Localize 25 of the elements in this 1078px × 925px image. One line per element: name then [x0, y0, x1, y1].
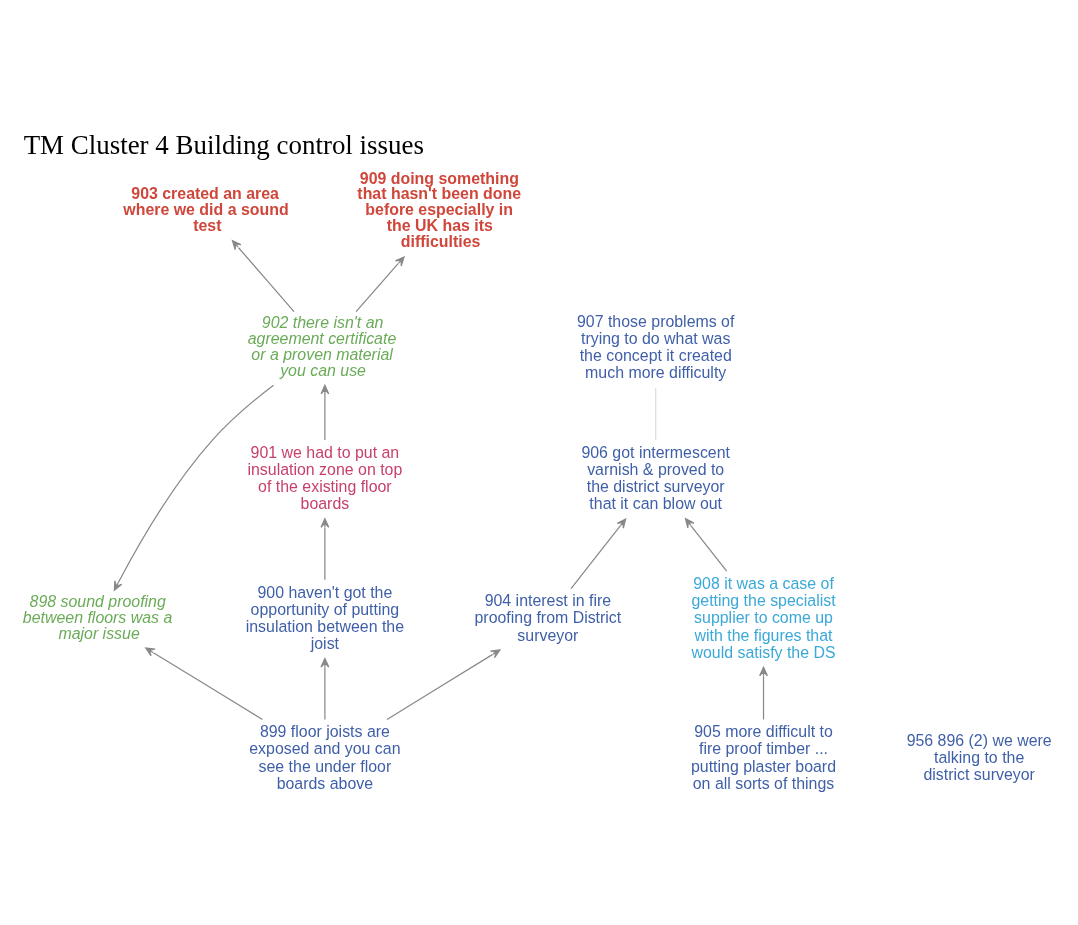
arrow — [320, 384, 330, 441]
arrow — [570, 517, 627, 589]
node-text: 905 more difficult to fire proof timber ... putting plaster board on all sorts of things — [691, 722, 837, 792]
node-text: 898 sound proofing between floors was a major issue — [22, 592, 173, 642]
node-text: 906 got intermescent varnish & proved to the district surveyor that it can blow out — [581, 443, 730, 512]
node-text: 904 interest in fire proofing from District surveyor — [474, 591, 622, 644]
arrow — [759, 666, 768, 720]
node-text: 901 we had to put an insulation zone on top of the existing floor boards — [247, 443, 403, 512]
diagram-title: TM Cluster 4 Building control issues — [23, 129, 424, 160]
node-text: 899 floor joists are exposed and you can see the under floor boards above — [249, 722, 401, 792]
node-text: 908 it was a case of getting the specialist supplier to come up with the figures that would satisfy the DS — [691, 574, 836, 661]
node-text: 907 those problems of trying to do what was the concept it created much more difficulty — [577, 312, 735, 381]
arrow — [145, 646, 264, 720]
arrow — [684, 517, 728, 572]
arrow — [231, 239, 295, 312]
arrow — [320, 657, 330, 720]
node-text: 956 896 (2) we were talking to the district surveyor — [906, 731, 1052, 783]
arrow — [386, 648, 501, 720]
arrow — [113, 384, 275, 591]
node-text: 903 created an area where we did a sound test — [123, 184, 289, 234]
arrow — [355, 255, 405, 312]
node-text: 909 doing something that hasn't been done before especially in the UK has its difficulties — [357, 169, 522, 250]
node-text: 902 there isn't an agreement certificate or a proven material you can use — [247, 313, 397, 379]
arrow — [320, 517, 330, 580]
node-text: 900 haven't got the opportunity of putting insulation between the joist — [245, 583, 405, 652]
